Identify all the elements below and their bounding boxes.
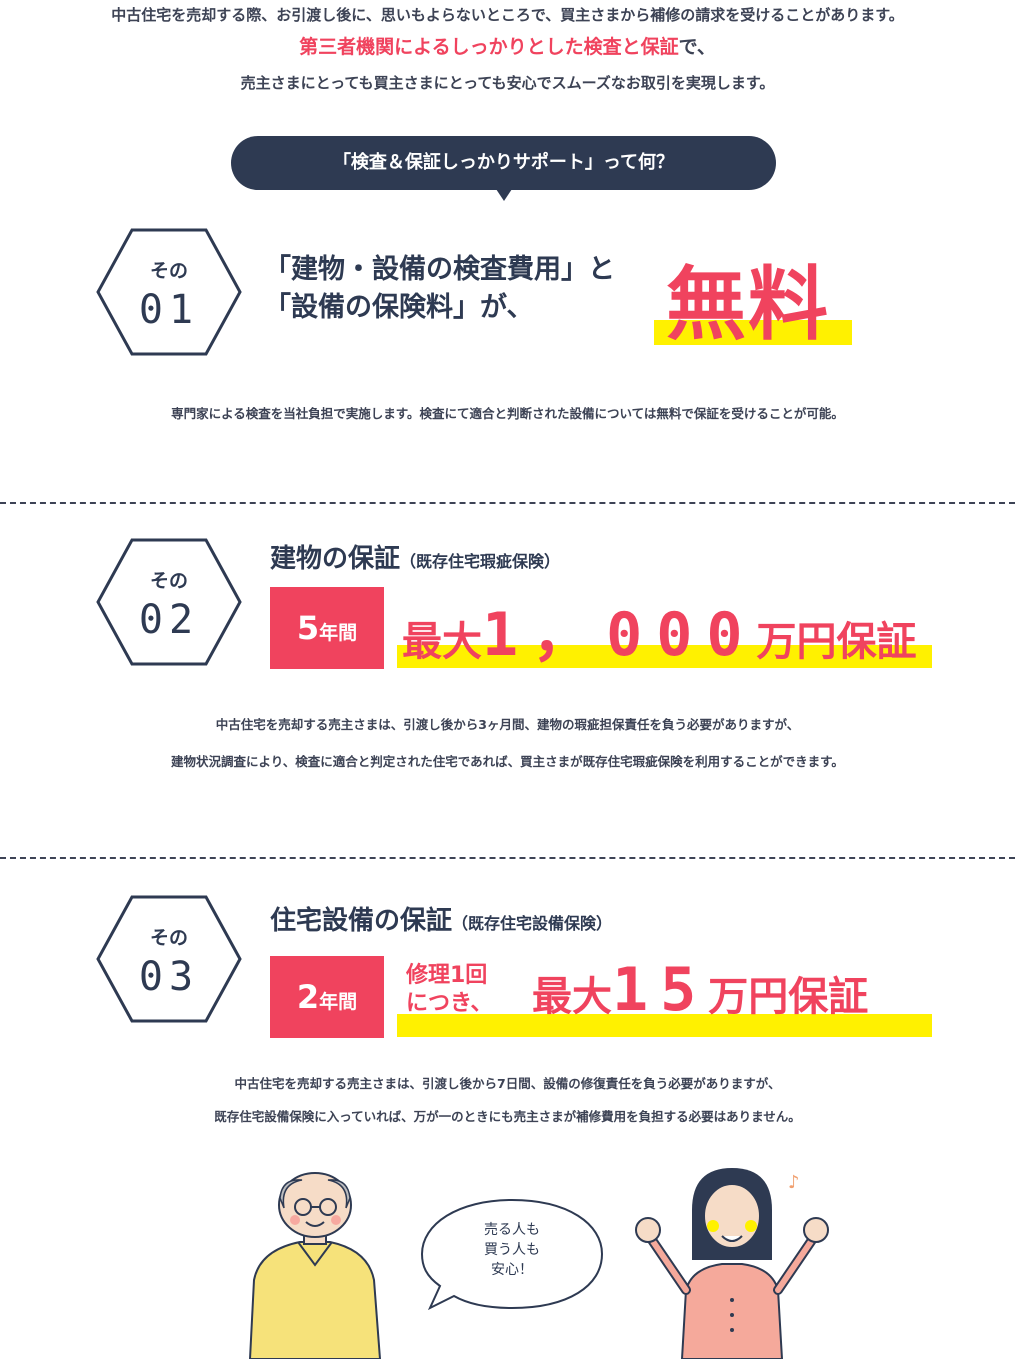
section-01-number: 01 bbox=[138, 287, 200, 333]
section-02-title-note: （既存住宅瑕疵保険） bbox=[400, 552, 561, 571]
section-02-amount: 最大1，000万円保証 bbox=[402, 586, 917, 670]
section-03-amount-value: 15 bbox=[612, 955, 709, 1025]
hexagon-icon bbox=[96, 228, 242, 356]
speech-line-2: 買う人も bbox=[484, 1242, 540, 1258]
section-03-badge: その 03 bbox=[96, 895, 242, 1027]
section-02-underline bbox=[397, 645, 932, 668]
speech-bubble bbox=[420, 1198, 604, 1311]
section-02-period-num: 5 bbox=[296, 609, 320, 647]
section-02-amount-prefix: 最大 bbox=[402, 619, 482, 665]
section-02-desc-2: 建物状況調査により、検査に適合と判定された住宅であれば、買主さまが既存住宅瑕疵保… bbox=[171, 754, 844, 769]
section-02-label: その bbox=[149, 570, 188, 592]
section-03-note-2: につき、 bbox=[406, 991, 493, 1016]
speech-line-1: 売る人も bbox=[484, 1222, 540, 1238]
old-man-illustration bbox=[248, 1172, 382, 1359]
section-03-note-1: 修理1回 bbox=[406, 963, 488, 988]
question-bubble: 「検査＆保証しっかりサポート」って何？ bbox=[231, 136, 776, 190]
section-01-desc: 専門家による検査を当社負担で実施します。検査にて適合と判断された設備については無… bbox=[171, 406, 844, 421]
section-02-period: 5年間 bbox=[270, 587, 384, 669]
intro-line-3: 売主さまにとっても買主さまにとっても安心でスムーズなお取引を実現します。 bbox=[240, 74, 775, 92]
woman-illustration: ♪ bbox=[635, 1168, 829, 1359]
section-02-amount-value: 1，000 bbox=[482, 600, 757, 670]
section-02-title: 建物の保証（既存住宅瑕疵保険） bbox=[270, 538, 560, 575]
section-03-desc-1: 中古住宅を売却する売主さまは、引渡し後から7日間、設備の修復責任を負う必要があり… bbox=[234, 1076, 781, 1091]
section-02-number: 02 bbox=[138, 597, 200, 643]
section-03-period-unit: 年間 bbox=[319, 991, 358, 1013]
section-03-title: 住宅設備の保証（既存住宅設備保険） bbox=[270, 900, 612, 937]
intro-line-1: 中古住宅を売却する際、お引渡し後に、思いもよらないところで、買主さまから補修の請… bbox=[111, 6, 904, 24]
section-03-note: 修理1回 につき、 bbox=[406, 962, 492, 1018]
divider-1 bbox=[0, 502, 1015, 504]
section-03-amount: 最大15万円保証 bbox=[532, 955, 868, 1025]
section-02-badge: その 02 bbox=[96, 538, 242, 670]
section-03-number: 03 bbox=[138, 954, 200, 1000]
intro-line-2: 第三者機関によるしっかりとした検査と保証で、 bbox=[0, 32, 1015, 59]
free-highlight: 無料 bbox=[666, 258, 830, 351]
section-03-desc-2: 既存住宅設備保険に入っていれば、万が一のときにも売主さまが補修費用を負担する必要… bbox=[214, 1109, 801, 1124]
music-note-icon: ♪ bbox=[788, 1172, 800, 1193]
speech-text: 売る人も 買う人も 安心！ bbox=[418, 1220, 606, 1280]
hexagon-icon bbox=[96, 538, 242, 666]
section-03-period: 2年間 bbox=[270, 956, 384, 1038]
question-bubble-tail bbox=[496, 189, 512, 201]
divider-2 bbox=[0, 857, 1015, 859]
section-03-label: その bbox=[149, 927, 188, 949]
intro-line-2-rest: で、 bbox=[678, 36, 716, 58]
muryo-underline bbox=[654, 320, 852, 345]
section-03-amount-suffix: 万円保証 bbox=[708, 974, 869, 1020]
section-02-period-unit: 年間 bbox=[319, 622, 358, 644]
section-01-heading-1: 「建物・設備の検査費用」と bbox=[264, 254, 615, 285]
section-01-label: その bbox=[149, 260, 188, 282]
section-03-title-main: 住宅設備の保証 bbox=[270, 906, 453, 936]
section-01-badge: その 01 bbox=[96, 228, 242, 360]
speech-line-3: 安心！ bbox=[491, 1262, 533, 1278]
section-02-amount-suffix: 万円保証 bbox=[756, 619, 917, 665]
section-03-underline bbox=[397, 1014, 932, 1037]
hexagon-icon bbox=[96, 895, 242, 1023]
section-02-desc-1: 中古住宅を売却する売主さまは、引渡し後から3ヶ月間、建物の瑕疵担保責任を負う必要… bbox=[215, 717, 800, 732]
section-03-title-note: （既存住宅設備保険） bbox=[452, 914, 613, 933]
section-03-amount-prefix: 最大 bbox=[532, 974, 612, 1020]
section-03-period-num: 2 bbox=[296, 978, 320, 1016]
section-02-title-main: 建物の保証 bbox=[270, 544, 401, 574]
intro-highlight: 第三者機関によるしっかりとした検査と保証 bbox=[299, 36, 679, 58]
section-01-heading-2: 「設備の保険料」が、 bbox=[264, 292, 534, 323]
